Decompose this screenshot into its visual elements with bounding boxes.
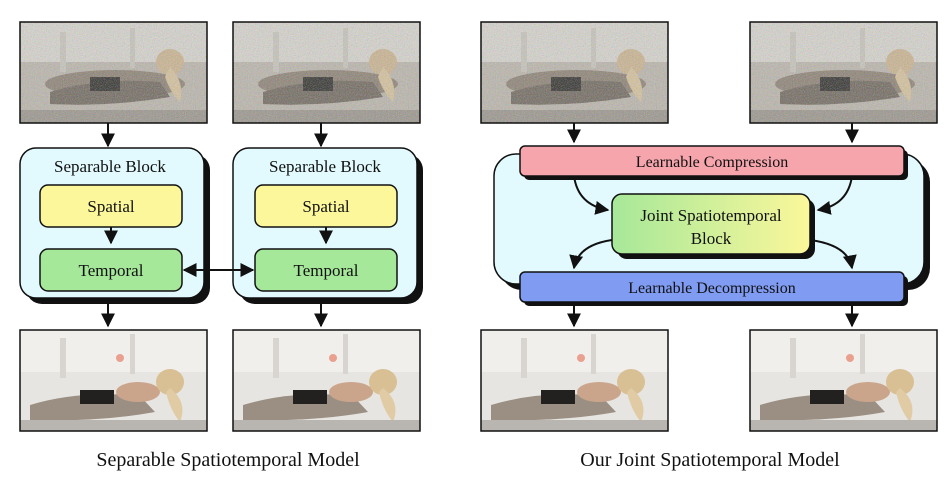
left-caption: Separable Spatiotemporal Model: [96, 449, 360, 471]
learnable-compression: Learnable Compression: [519, 145, 908, 180]
joint-block-label-line2: Block: [691, 229, 732, 248]
left-noisy-frame-2: [232, 21, 421, 124]
joint-block-label-line1: Joint Spatiotemporal: [640, 206, 781, 225]
joint-spatiotemporal-block: Joint Spatiotemporal Block: [611, 193, 815, 259]
spatial-label: Spatial: [302, 197, 349, 216]
separable-block-title: Separable Block: [269, 157, 381, 176]
temporal-box: [39, 248, 183, 292]
temporal-label: Temporal: [294, 261, 359, 280]
temporal-box: [254, 248, 398, 292]
separable-block-title: Separable Block: [54, 157, 166, 176]
right-noisy-frame-2: [749, 21, 938, 124]
right-noisy-frame-1: [480, 21, 669, 124]
right-clean-frame-1: [480, 329, 669, 432]
arrow-joint-to-decompression-left: [569, 239, 613, 270]
left-clean-frame-2: [232, 329, 421, 432]
right-clean-frame-2: [749, 329, 938, 432]
compression-label: Learnable Compression: [636, 154, 788, 171]
decompression-label: Learnable Decompression: [628, 280, 795, 297]
left-clean-frame-1: [19, 329, 208, 432]
separable-block-1: Separable Block Spatial Temporal: [19, 147, 210, 304]
temporal-label: Temporal: [79, 261, 144, 280]
arrow-compression-to-joint-right: [816, 175, 853, 215]
learnable-decompression: Learnable Decompression: [519, 271, 908, 306]
arrow-joint-to-decompression-right: [809, 239, 857, 270]
right-caption: Our Joint Spatiotemporal Model: [580, 449, 840, 471]
separable-block-2: Separable Block Spatial Temporal: [232, 147, 423, 304]
spatial-label: Spatial: [87, 197, 134, 216]
arrow-compression-to-joint-left: [573, 175, 610, 215]
left-noisy-frame-1: [19, 21, 208, 124]
